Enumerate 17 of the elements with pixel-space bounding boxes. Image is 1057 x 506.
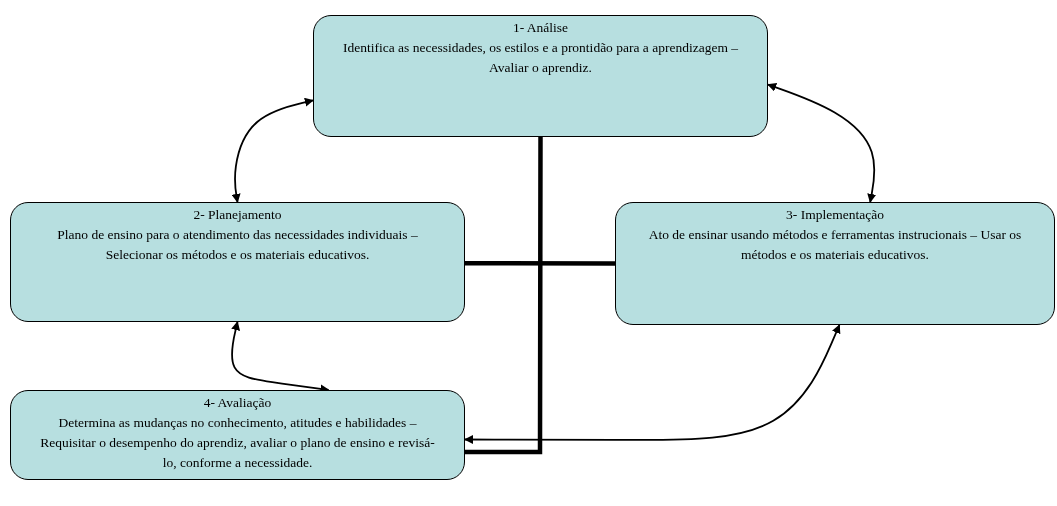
box-heading: 2- Planejamento	[192, 206, 283, 224]
box-description: Identifica as necessidades, os estilos e a prontidão para a aprendizagem – Avaliar o aprendiz.	[341, 39, 740, 77]
process-box	[313, 15, 768, 137]
box-heading: 3- Implementação	[785, 206, 885, 224]
double-arrow	[767, 83, 877, 203]
process-box	[10, 202, 465, 322]
connector-line	[465, 260, 615, 266]
box-heading: 4- Avaliação	[202, 394, 273, 412]
process-box	[615, 202, 1055, 325]
box-description: Plano de ensino para o atendimento das necessidades individuais – Selecionar os métodos e os materiais educativos.	[56, 226, 419, 264]
box-description: Determina as mudanças no conhecimento, atitudes e habilidades – Requisitar o desempenho do aprendiz, avaliar o plano de ensino e revisá-lo, conforme a necessidade.	[39, 414, 436, 472]
process-box	[10, 390, 465, 480]
box-description: Ato de ensinar usando métodos e ferramentas instrucionais – Usar os métodos e os materiais educativos.	[647, 226, 1023, 264]
double-arrow	[464, 324, 841, 444]
box-heading: 1- Análise	[511, 19, 570, 37]
connector-line	[465, 137, 543, 455]
double-arrow	[231, 97, 314, 203]
